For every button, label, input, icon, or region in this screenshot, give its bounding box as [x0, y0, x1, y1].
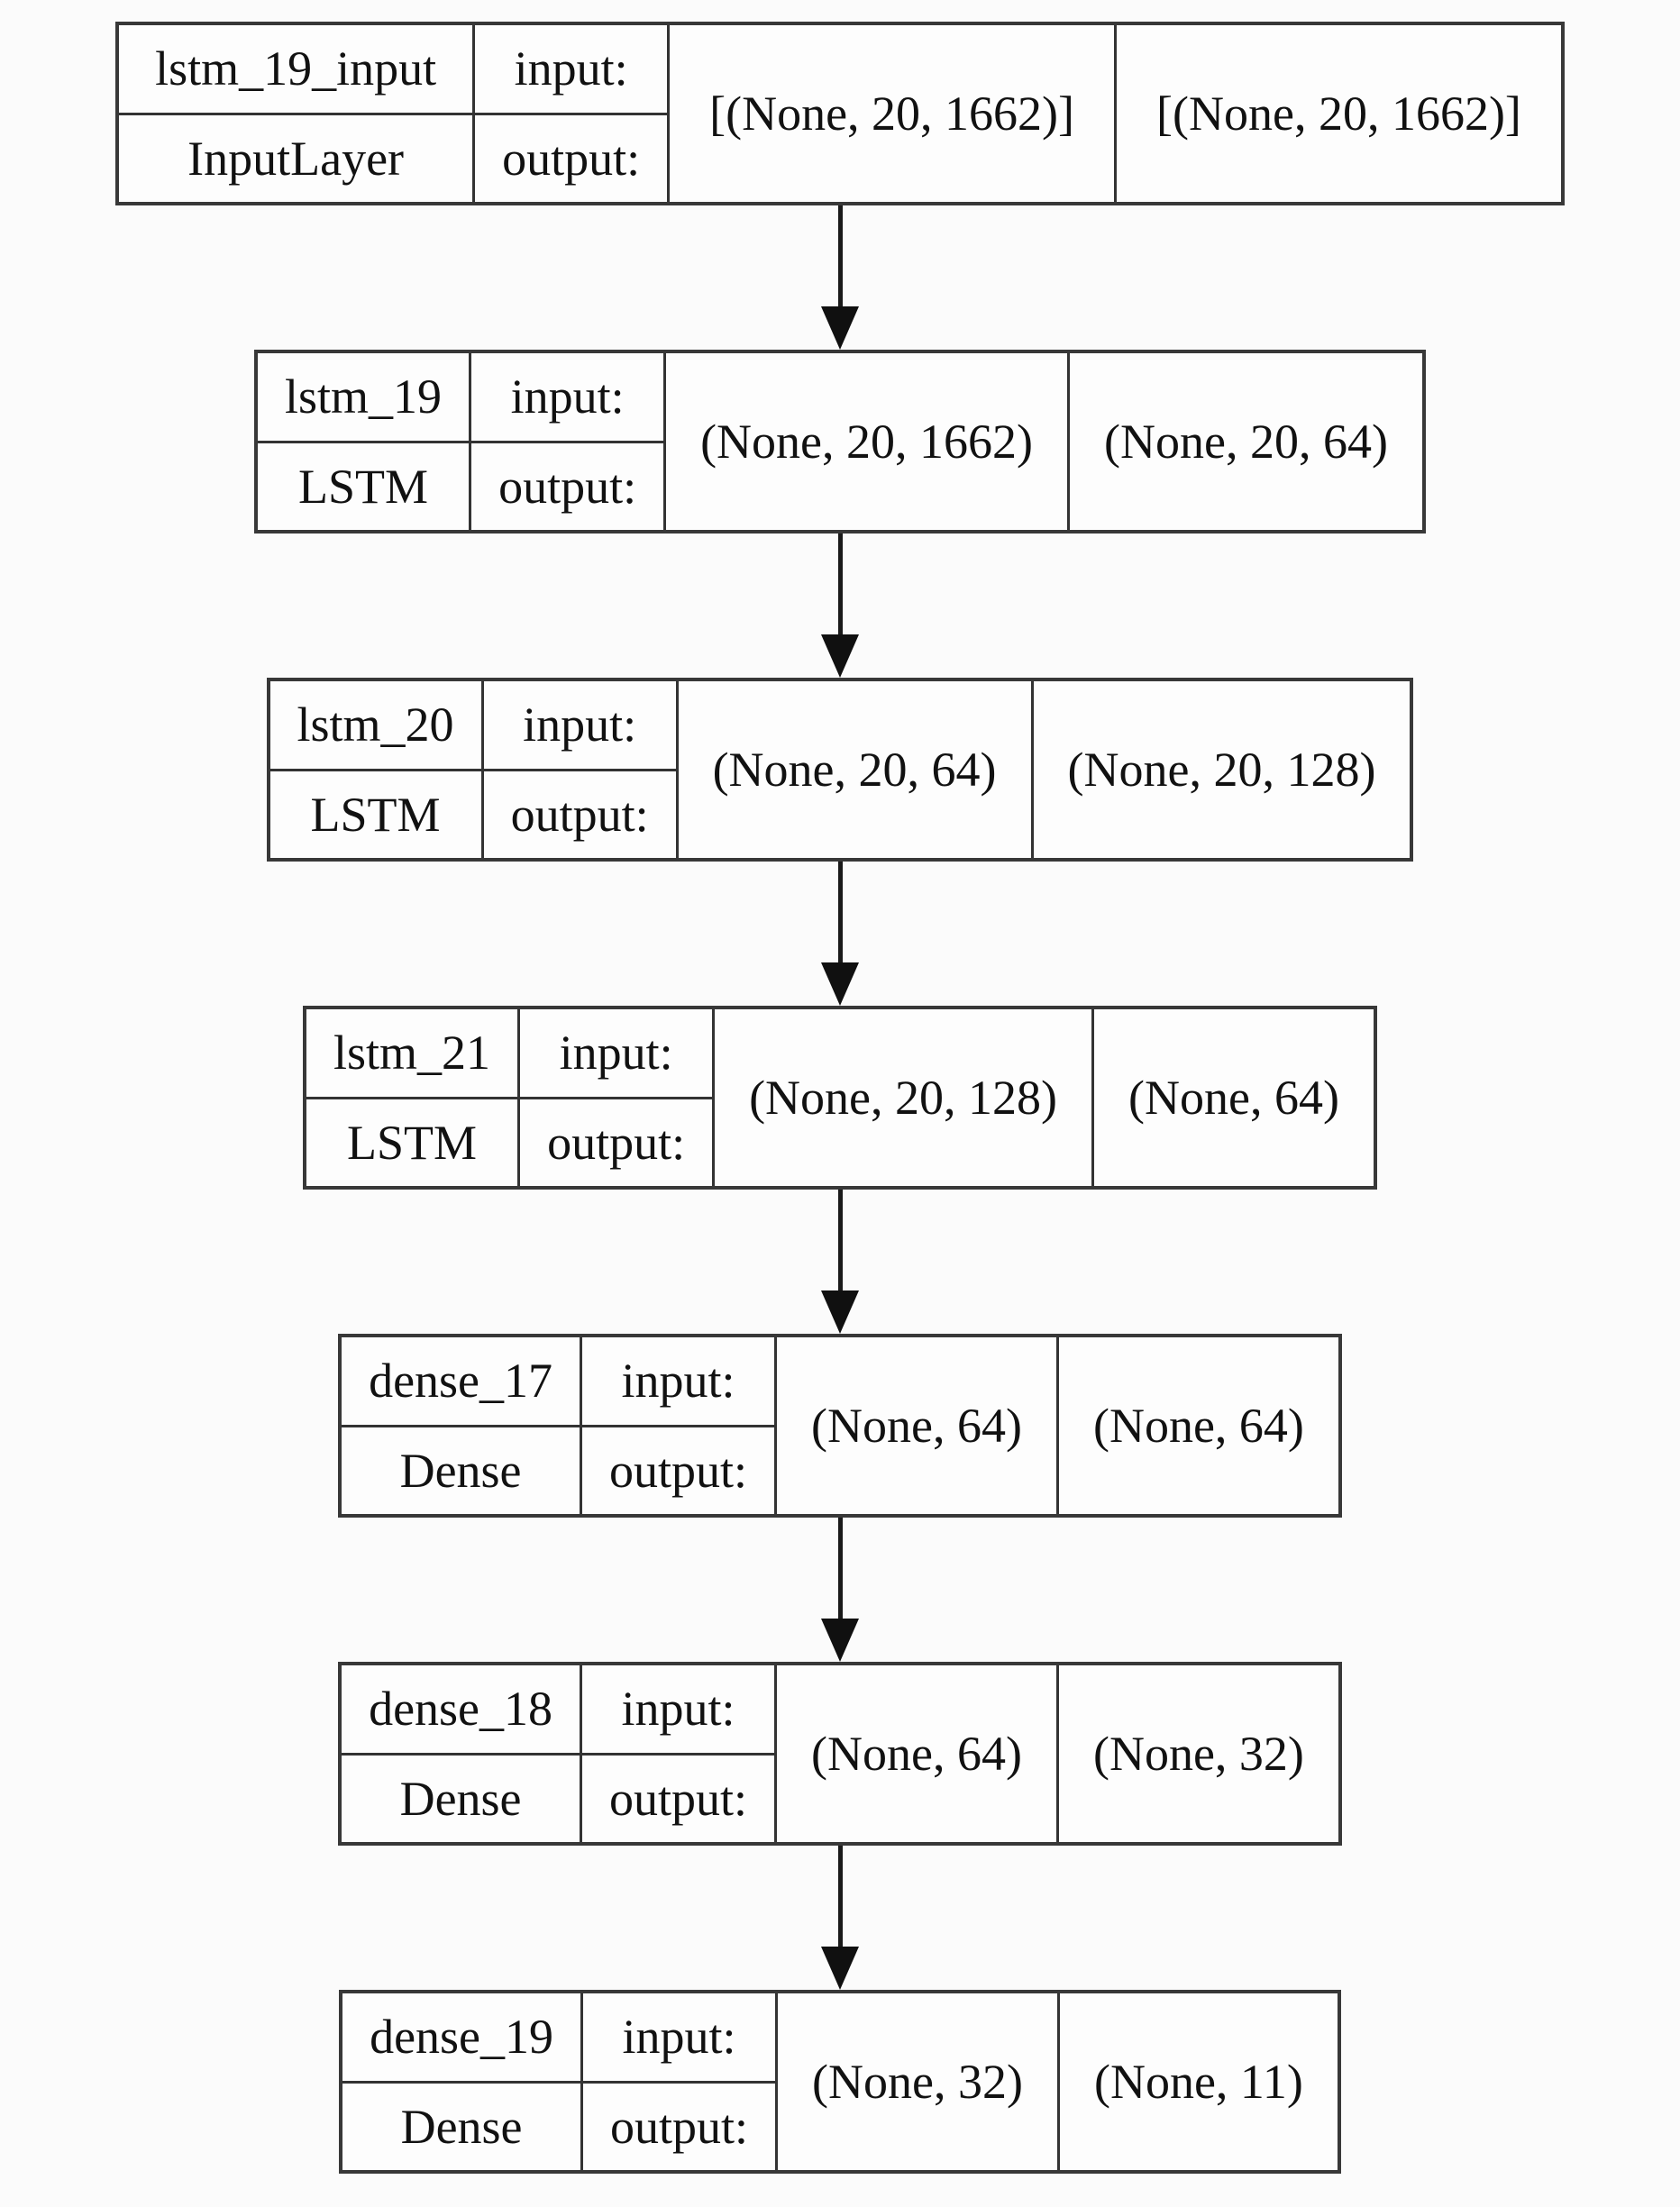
output-label: output:: [580, 1752, 778, 1846]
layer-name: dense_18: [338, 1662, 583, 1756]
output-label: output:: [580, 1424, 778, 1518]
layer-node: lstm_19 input: (None, 20, 1662) (None, 2…: [254, 350, 1426, 534]
input-label: input:: [580, 1662, 778, 1756]
arrow-line: [837, 205, 843, 308]
arrow-head-icon: [821, 1290, 859, 1334]
output-label: output:: [517, 1096, 716, 1190]
output-shape: [(None, 20, 1662)]: [1114, 22, 1565, 205]
flow-arrow: [820, 862, 860, 1006]
layer-type: LSTM: [254, 440, 472, 534]
layer-type: Dense: [339, 2080, 584, 2174]
output-shape: (None, 64): [1091, 1006, 1377, 1190]
flow-arrow: [820, 1846, 860, 1990]
arrow-line: [837, 1846, 843, 1948]
output-label: output:: [580, 2080, 779, 2174]
flow-arrow: [820, 534, 860, 678]
flow-arrow: [820, 205, 860, 350]
layer-node: dense_18 input: (None, 64) (None, 32) De…: [338, 1662, 1342, 1846]
output-shape: (None, 20, 128): [1030, 678, 1413, 862]
layer-type: LSTM: [267, 768, 484, 862]
layer-node: lstm_19_input input: [(None, 20, 1662)] …: [115, 22, 1565, 205]
arrow-head-icon: [821, 962, 859, 1006]
layer-name: dense_19: [339, 1990, 584, 2084]
input-shape: (None, 64): [774, 1662, 1059, 1846]
layer-type: Dense: [338, 1424, 583, 1518]
layer-node: lstm_20 input: (None, 20, 64) (None, 20,…: [266, 678, 1414, 862]
layer-name: dense_17: [338, 1334, 583, 1427]
input-shape: (None, 20, 1662): [663, 350, 1071, 534]
input-label: input:: [517, 1006, 716, 1099]
input-shape: (None, 32): [775, 1990, 1060, 2174]
arrow-line: [837, 1518, 843, 1620]
input-label: input:: [480, 678, 679, 771]
flow-arrow: [820, 1518, 860, 1662]
flow-arrow: [820, 1190, 860, 1334]
input-label: input:: [469, 350, 667, 443]
input-shape: (None, 20, 128): [712, 1006, 1095, 1190]
arrow-head-icon: [821, 306, 859, 350]
layer-node: lstm_21 input: (None, 20, 128) (None, 64…: [303, 1006, 1377, 1190]
input-label: input:: [580, 1990, 779, 2084]
layer-type: InputLayer: [115, 112, 476, 205]
input-shape: (None, 20, 64): [675, 678, 1034, 862]
layer-type: LSTM: [303, 1096, 521, 1190]
output-shape: (None, 32): [1055, 1662, 1342, 1846]
arrow-line: [837, 1190, 843, 1292]
output-shape: (None, 11): [1056, 1990, 1341, 2174]
arrow-head-icon: [821, 1947, 859, 1990]
output-label: output:: [472, 112, 671, 205]
arrow-head-icon: [821, 1619, 859, 1662]
layer-name: lstm_20: [267, 678, 484, 771]
layer-node: dense_19 input: (None, 32) (None, 11) De…: [339, 1990, 1341, 2174]
output-label: output:: [480, 768, 679, 862]
input-shape: [(None, 20, 1662)]: [667, 22, 1118, 205]
layer-type: Dense: [338, 1752, 583, 1846]
layer-node: dense_17 input: (None, 64) (None, 64) De…: [338, 1334, 1342, 1518]
layer-name: lstm_19_input: [115, 22, 476, 115]
layer-name: lstm_19: [254, 350, 472, 443]
layer-name: lstm_21: [303, 1006, 521, 1099]
arrow-line: [837, 862, 843, 964]
input-shape: (None, 64): [774, 1334, 1059, 1518]
arrow-line: [837, 534, 843, 636]
input-label: input:: [472, 22, 671, 115]
arrow-head-icon: [821, 634, 859, 678]
input-label: input:: [580, 1334, 778, 1427]
output-shape: (None, 64): [1055, 1334, 1342, 1518]
output-shape: (None, 20, 64): [1067, 350, 1426, 534]
output-label: output:: [469, 440, 667, 534]
